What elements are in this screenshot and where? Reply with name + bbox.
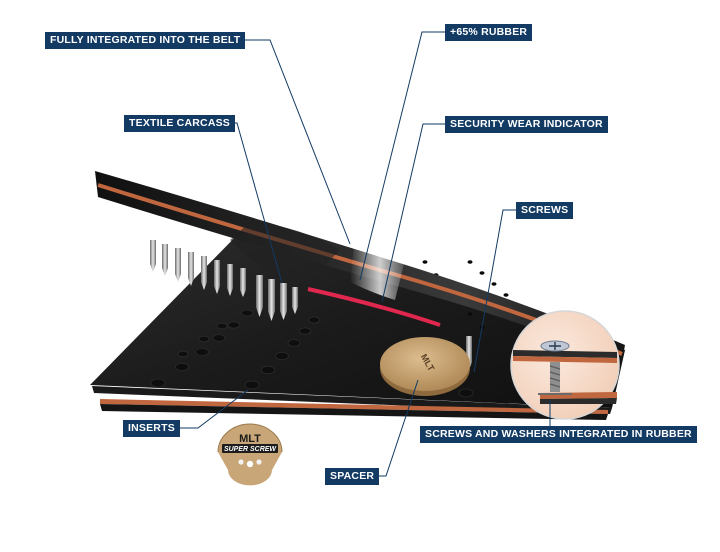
callout-inserts: INSERTS	[123, 420, 180, 437]
cork-spacer: MLT	[380, 337, 470, 396]
callout-screws-washers: SCREWS AND WASHERS INTEGRATED IN RUBBER	[420, 426, 697, 443]
logo-brand: MLT	[239, 433, 261, 445]
callout-security-wear-indicator: SECURITY WEAR INDICATOR	[445, 116, 608, 133]
callout-fully-integrated: FULLY INTEGRATED INTO THE BELT	[45, 32, 246, 49]
callout-textile-carcass: TEXTILE CARCASS	[124, 115, 236, 132]
logo-product-b: SCREW	[250, 446, 277, 453]
lower-textile-carcass	[100, 399, 608, 414]
zoom-detail-circle	[510, 310, 620, 420]
mlt-superscrew-logo-badge: MLT SUPER SCREW	[217, 423, 283, 486]
inserts	[150, 309, 474, 398]
lower-belt-section	[90, 222, 625, 420]
logo-product-a: SUPER	[224, 446, 248, 453]
security-wear-indicator	[307, 287, 441, 327]
callout-spacer: SPACER	[325, 468, 380, 485]
callout-rubber: +65% RUBBER	[445, 24, 533, 41]
callout-screws: SCREWS	[516, 202, 574, 219]
wear-surface-highlight	[350, 232, 410, 300]
